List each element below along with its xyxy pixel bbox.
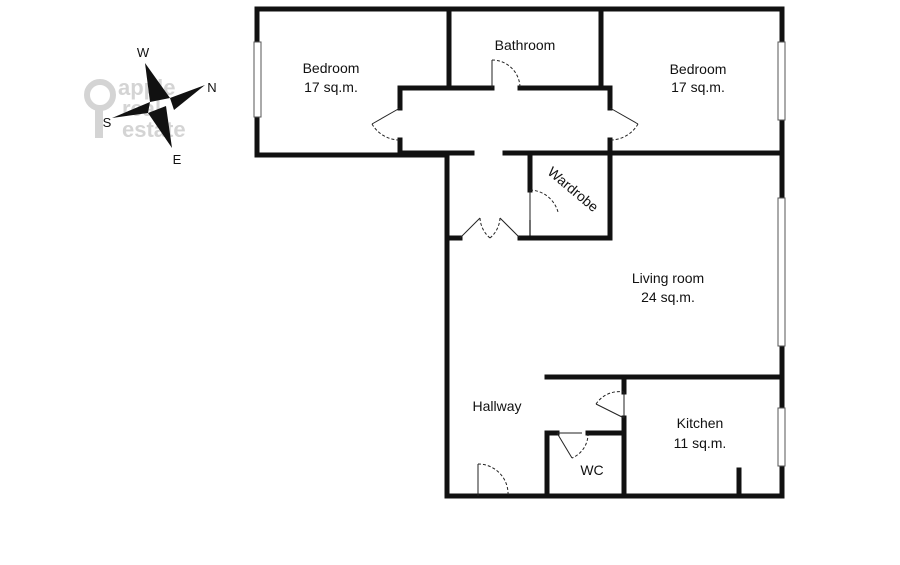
compass-point-north [170,85,205,110]
room-kitchen-name: Kitchen [677,415,724,431]
room-bedroom-left-name: Bedroom [303,60,360,76]
door-bedroom-right [609,107,639,141]
room-wardrobe-name: Wardrobe [545,163,602,215]
room-labels: Bedroom 17 sq.m. Bathroom Bedroom 17 sq.… [303,37,727,478]
room-bathroom-name: Bathroom [495,37,556,53]
windows [253,41,786,467]
window-kitchen [777,407,786,467]
room-living-area: 24 sq.m. [641,289,695,305]
compass-point-west [145,63,170,102]
room-living-name: Living room [632,270,704,286]
logo-ring-icon [84,79,116,111]
compass-rose: W N S E [103,45,217,167]
window-bedroom-left [253,41,262,118]
compass-label-north: N [207,80,216,95]
door-kitchen [595,391,625,419]
room-bedroom-right-name: Bedroom [670,61,727,77]
compass-label-east: E [173,152,182,167]
door-bathroom [491,59,521,89]
logo-stem-icon [95,108,103,138]
room-kitchen-area: 11 sq.m. [674,435,727,451]
door-double-corridor [459,217,521,239]
door-wc [556,432,589,459]
door-entrance [477,463,509,497]
compass-point-south [112,102,150,118]
compass-point-east [148,106,172,148]
window-living-room [777,197,786,347]
door-wardrobe [529,189,559,238]
window-bedroom-right [777,41,786,121]
room-bedroom-right-area: 17 sq.m. [671,79,725,95]
room-bedroom-left-area: 17 sq.m. [304,79,358,95]
interior-walls [397,6,785,499]
compass-label-west: W [137,45,150,60]
door-bedroom-left [371,107,401,141]
compass-label-south: S [103,115,112,130]
room-wc-name: WC [580,462,603,478]
room-hallway-name: Hallway [472,398,521,414]
outer-walls [254,6,785,499]
doors [371,59,639,497]
